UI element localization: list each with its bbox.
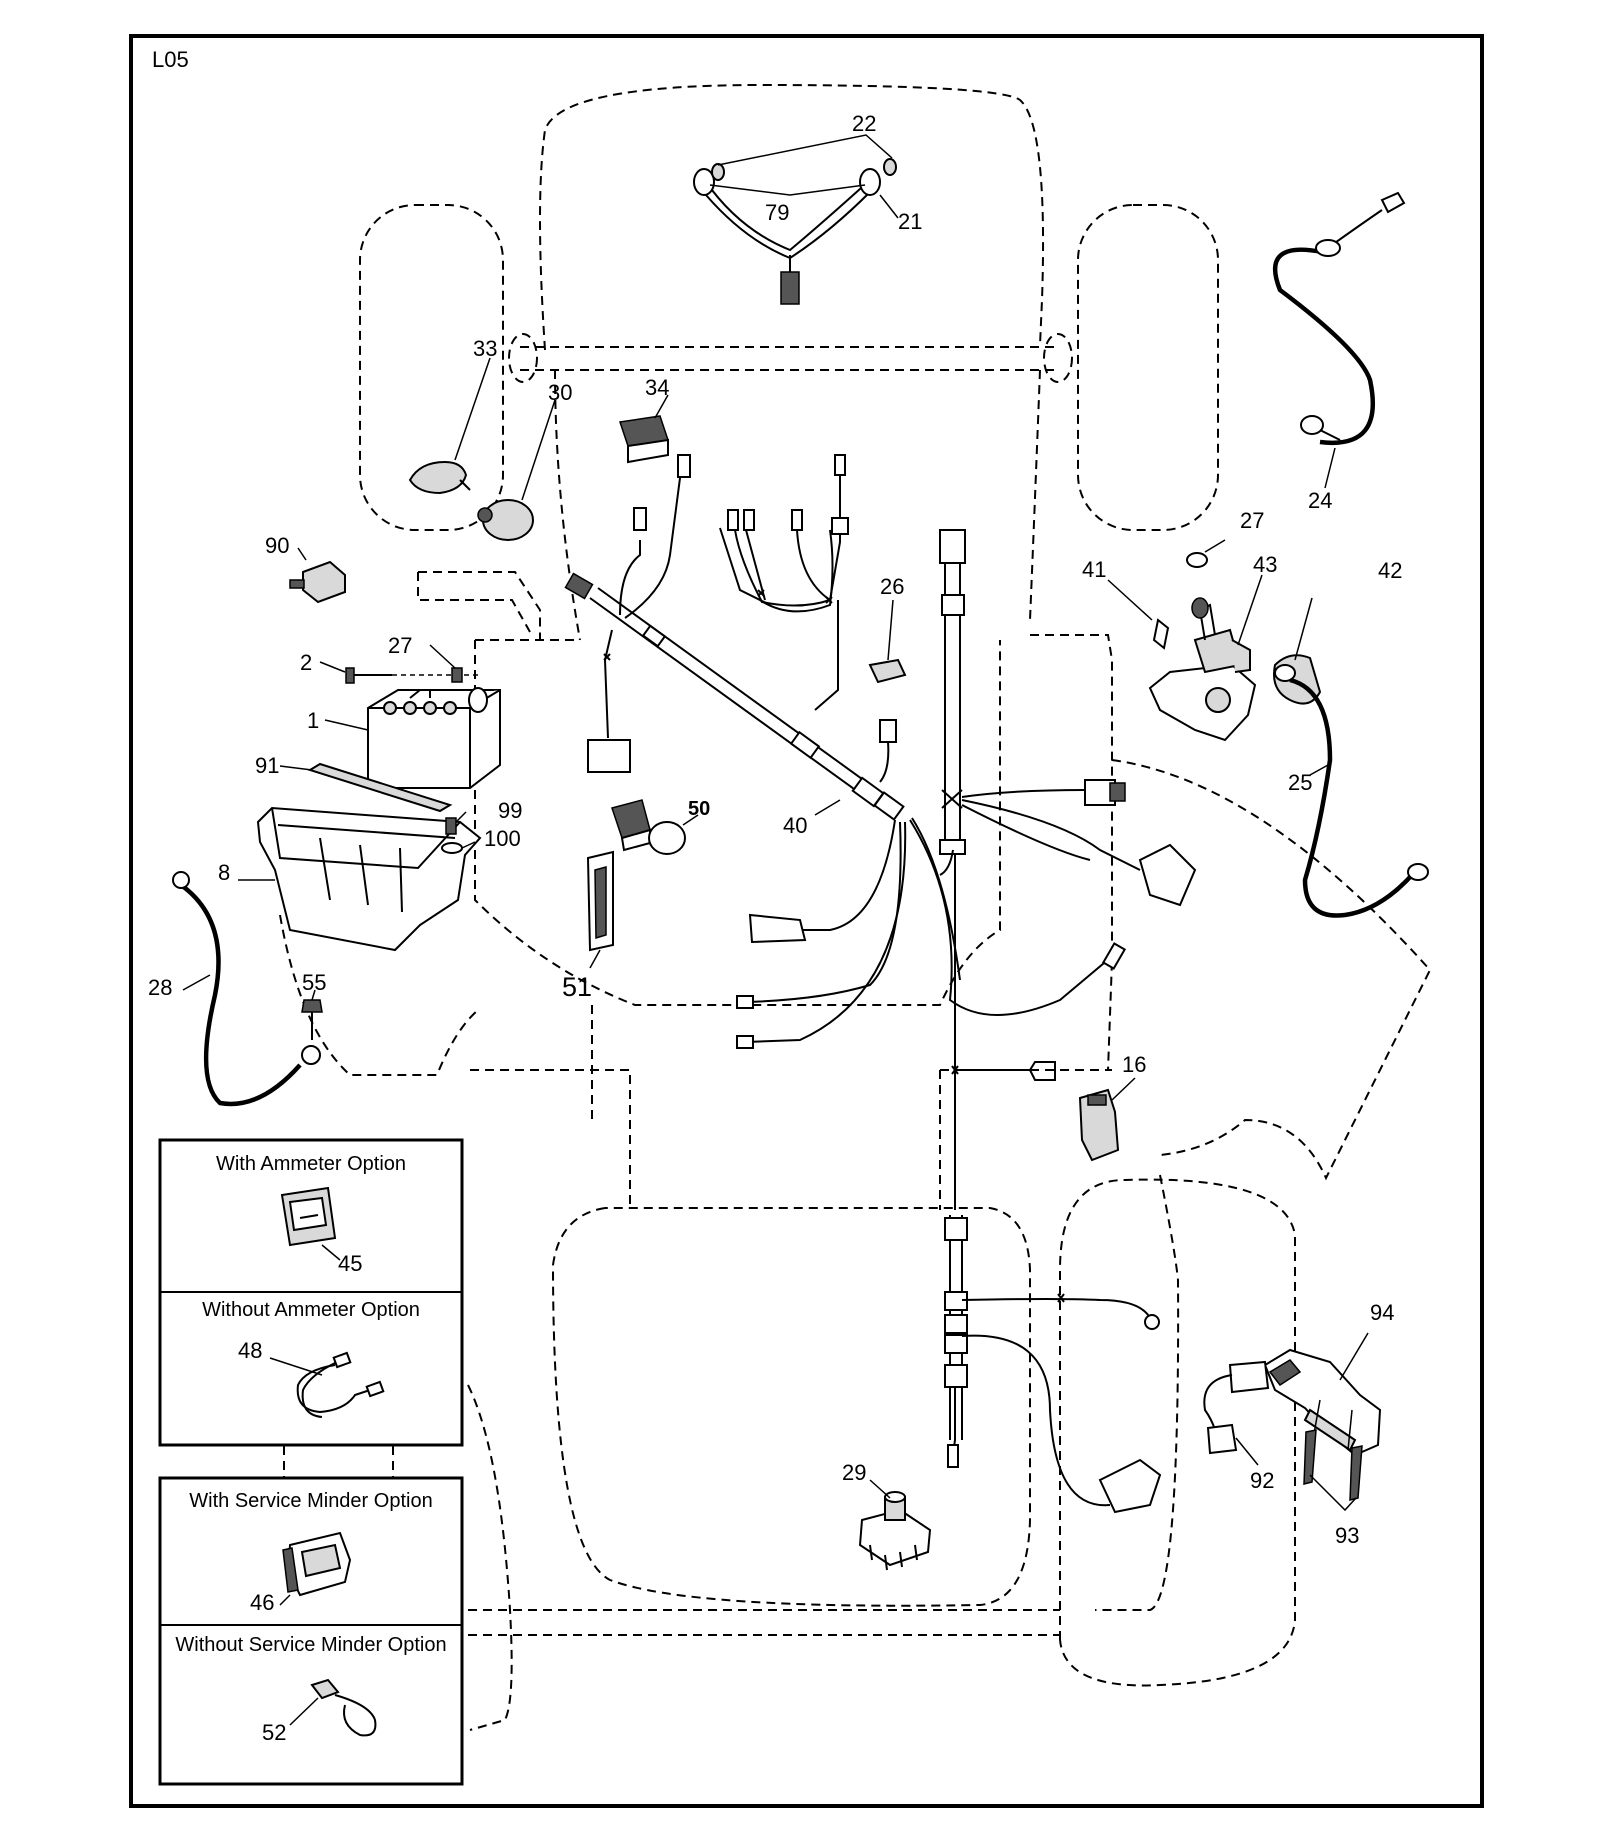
callout-27-battery: 27: [388, 633, 412, 658]
page-code: L05: [152, 47, 189, 72]
callout-30: 30: [548, 380, 572, 405]
diode-26: [868, 599, 907, 684]
main-wiring-harness: [564, 454, 1197, 1514]
callout-1: 1: [307, 708, 319, 733]
ground-cable-28: [172, 871, 321, 1107]
bulb-right-icon: [883, 158, 897, 176]
service-minder-icon: [279, 1531, 352, 1606]
callout-91: 91: [255, 753, 279, 778]
plate-51: [586, 850, 614, 969]
callout-94: 94: [1370, 1300, 1394, 1325]
callout-50: 50: [688, 798, 710, 820]
callout-100: 100: [484, 826, 521, 851]
callout-51: 51: [562, 972, 592, 1002]
switch-29: [858, 1479, 932, 1571]
with-ammeter-option-label: With Ammeter Option: [216, 1153, 406, 1175]
service-minder-option-box: With Service Minder Option 46 Without Se…: [158, 1476, 464, 1786]
callout-41: 41: [1082, 557, 1106, 582]
callout-28: 28: [148, 975, 172, 1000]
switch-50: [611, 799, 699, 855]
module-94-assembly: [1203, 1332, 1382, 1512]
callout-29: 29: [842, 1460, 866, 1485]
callout-27-solenoid: 27: [1240, 508, 1264, 533]
bulb-left-icon: [711, 163, 725, 181]
callout-40: 40: [783, 813, 807, 838]
with-service-minder-option-label: With Service Minder Option: [189, 1490, 432, 1512]
headlight-socket-right: [859, 168, 881, 196]
callout-93: 93: [1335, 1523, 1359, 1548]
callout-90: 90: [265, 533, 289, 558]
screw-55: [301, 989, 323, 1040]
callout-21: 21: [898, 209, 922, 234]
positive-cable-24: [1273, 191, 1406, 489]
callout-24: 24: [1308, 488, 1332, 513]
callout-22: 22: [852, 111, 876, 136]
callout-45: 45: [338, 1251, 362, 1276]
callout-2: 2: [300, 650, 312, 675]
module-90: [289, 547, 346, 604]
callout-99: 99: [498, 798, 522, 823]
ignition-key: [408, 357, 491, 495]
battery-assembly: [238, 644, 501, 952]
jumper-wire-48: [269, 1351, 385, 1418]
callout-26: 26: [880, 574, 904, 599]
ammeter-icon: [280, 1186, 341, 1261]
diagram-frame: [129, 34, 1484, 1808]
callout-25: 25: [1288, 770, 1312, 795]
leader-40: [814, 799, 841, 816]
callout-92: 92: [1250, 1468, 1274, 1493]
tractor-outline: [279, 83, 1432, 1731]
callout-43: 43: [1253, 552, 1277, 577]
callout-48: 48: [238, 1338, 262, 1363]
ignition-switch: [477, 399, 556, 541]
callout-33: 33: [473, 336, 497, 361]
solenoid-assembly: [1107, 539, 1429, 918]
without-ammeter-option-label: Without Ammeter Option: [202, 1299, 420, 1321]
switch-16: [1078, 1077, 1136, 1162]
callout-8: 8: [218, 860, 230, 885]
callout-16: 16: [1122, 1052, 1146, 1077]
light-switch: [619, 394, 669, 464]
plug-52: [289, 1678, 377, 1737]
callout-79: 79: [765, 200, 789, 225]
callout-55: 55: [302, 970, 326, 995]
without-service-minder-option-label: Without Service Minder Option: [175, 1634, 446, 1656]
headlight-socket-left: [693, 168, 715, 196]
callout-42: 42: [1378, 558, 1402, 583]
harness-plug: [780, 271, 800, 305]
callout-52: 52: [262, 1720, 286, 1745]
callout-34: 34: [645, 375, 669, 400]
callout-46: 46: [250, 1590, 274, 1615]
ammeter-option-box: With Ammeter Option 45 Without Ammeter O…: [158, 1138, 464, 1447]
headlight-harness: [693, 134, 899, 305]
